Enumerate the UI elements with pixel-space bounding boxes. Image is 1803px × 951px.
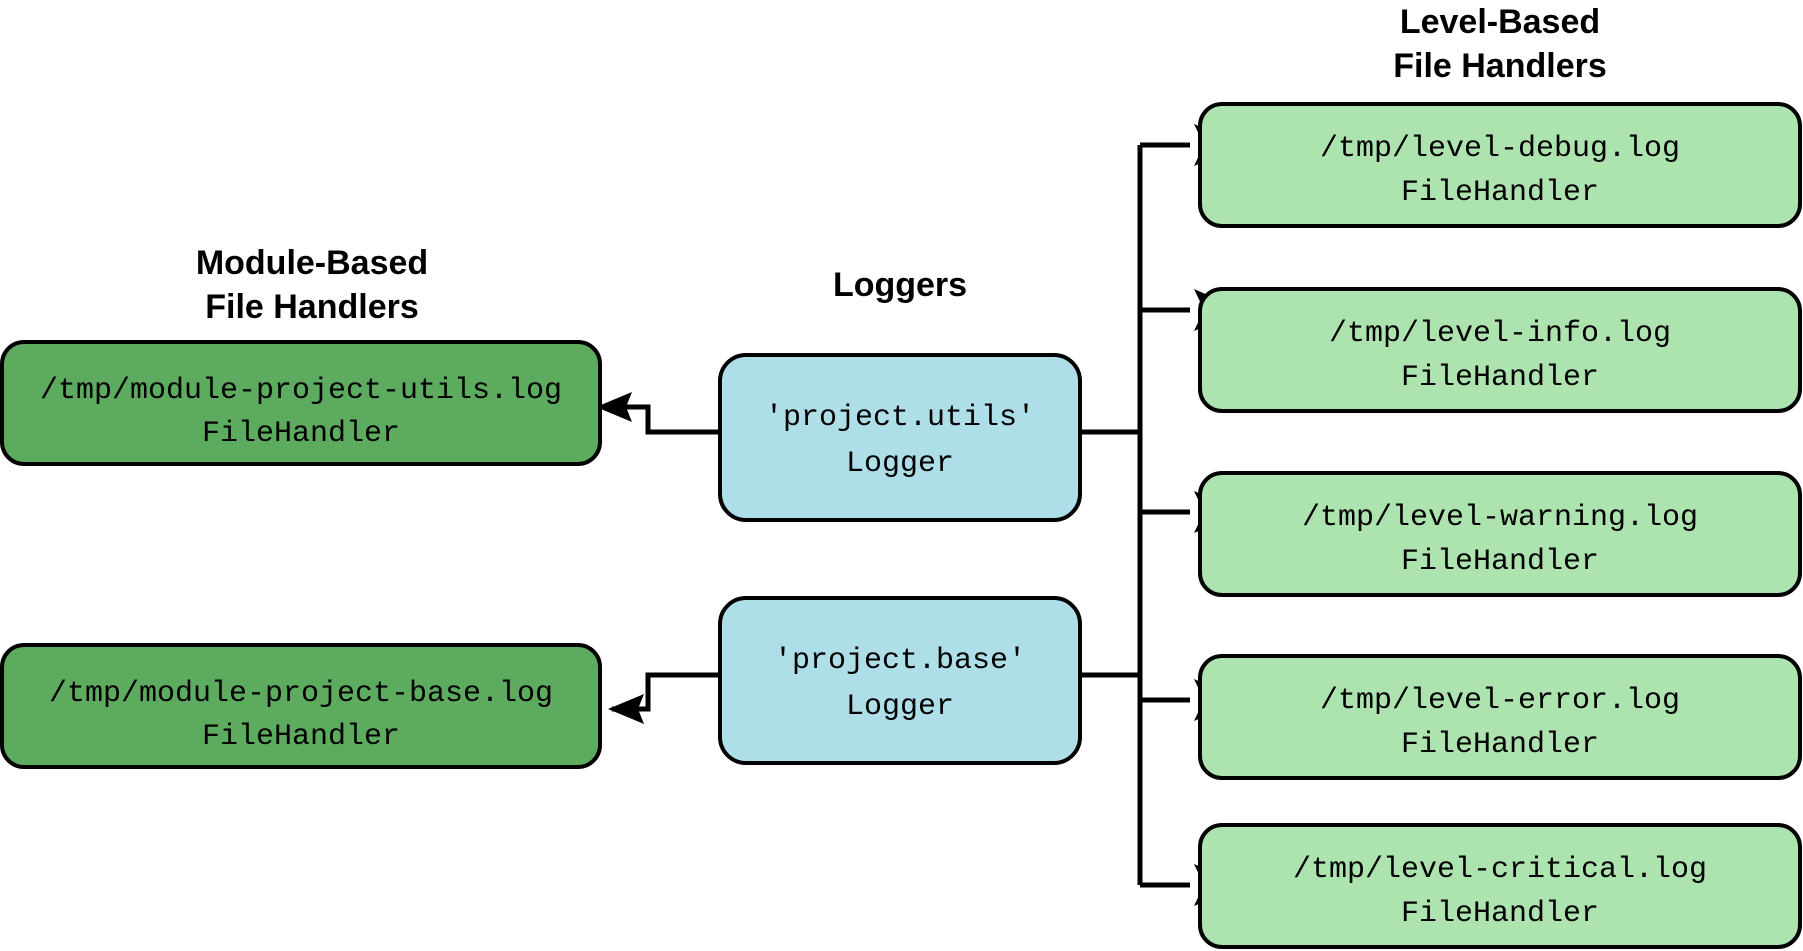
group-title-module-handlers: Module-Based File Handlers [196,244,428,326]
arrow-head-icon [596,392,632,422]
node-level-debug-shape[interactable] [1198,102,1802,228]
node-level-info[interactable]: /tmp/level-info.log FileHandler [1198,287,1802,413]
node-level-critical-path: /tmp/level-critical.log [1293,853,1707,887]
node-level-warning-shape[interactable] [1198,471,1802,597]
group-title-loggers: Loggers [833,266,967,304]
node-level-debug-type: FileHandler [1401,176,1599,210]
node-level-info-shape[interactable] [1198,287,1802,413]
level-handlers-title-line2: File Handlers [1393,47,1607,85]
node-logger-utils-name: 'project.utils' [765,401,1035,435]
node-level-info-type: FileHandler [1401,361,1599,395]
node-module-utils-type: FileHandler [202,417,400,451]
node-level-critical[interactable]: /tmp/level-critical.log FileHandler [1198,823,1802,949]
node-module-base[interactable]: /tmp/module-project-base.log FileHandler [0,643,602,769]
node-level-debug-path: /tmp/level-debug.log [1320,132,1680,166]
node-module-base-shape[interactable] [0,643,602,769]
node-module-utils-shape[interactable] [0,340,602,466]
node-module-utils-path: /tmp/module-project-utils.log [40,374,562,408]
node-logger-base-type: Logger [846,690,954,724]
node-level-warning-type: FileHandler [1401,545,1599,579]
node-level-error-path: /tmp/level-error.log [1320,684,1680,718]
node-logger-base-name: 'project.base' [774,644,1026,678]
node-module-base-path: /tmp/module-project-base.log [49,677,553,711]
group-title-level-handlers: Level-Based File Handlers [1393,3,1607,85]
edge-logger-base-to-module-base [608,672,718,724]
loggers-title-line1: Loggers [833,266,967,304]
node-logger-utils-shape[interactable] [718,353,1082,522]
node-level-info-path: /tmp/level-info.log [1329,317,1671,351]
node-level-error-type: FileHandler [1401,728,1599,762]
arrow-head-icon [608,694,644,724]
module-handlers-title-line2: File Handlers [205,288,419,326]
node-logger-utils-type: Logger [846,447,954,481]
node-level-warning[interactable]: /tmp/level-warning.log FileHandler [1198,471,1802,597]
edge-logger-utils-to-module-utils [596,392,718,435]
module-handlers-title-line1: Module-Based [196,244,428,282]
node-logger-base-shape[interactable] [718,596,1082,765]
node-level-error[interactable]: /tmp/level-error.log FileHandler [1198,654,1802,780]
node-level-warning-path: /tmp/level-warning.log [1302,501,1698,535]
node-level-debug[interactable]: /tmp/level-debug.log FileHandler [1198,102,1802,228]
node-module-base-type: FileHandler [202,720,400,754]
node-level-critical-shape[interactable] [1198,823,1802,949]
level-handlers-title-line1: Level-Based [1400,3,1600,41]
node-level-error-shape[interactable] [1198,654,1802,780]
node-logger-utils[interactable]: 'project.utils' Logger [718,353,1082,522]
node-module-utils[interactable]: /tmp/module-project-utils.log FileHandle… [0,340,602,466]
node-logger-base[interactable]: 'project.base' Logger [718,596,1082,765]
node-level-critical-type: FileHandler [1401,897,1599,931]
